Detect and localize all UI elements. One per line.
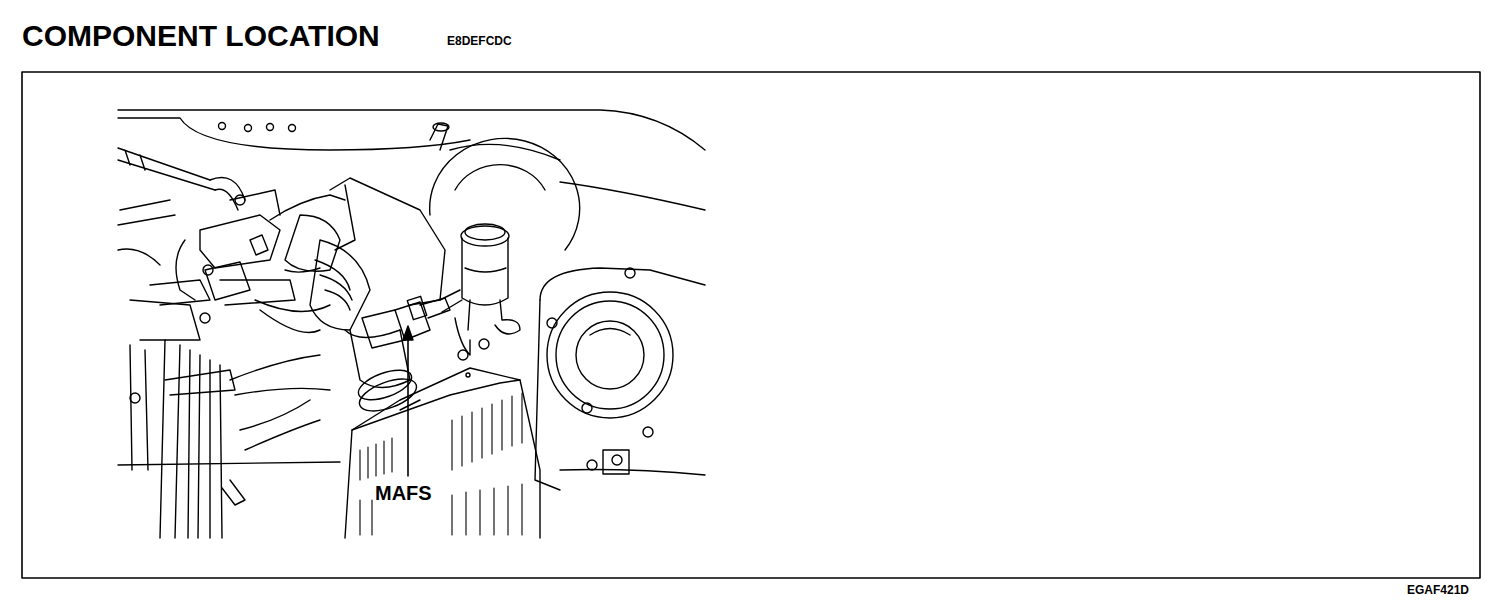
part-label: MAFS: [373, 482, 434, 504]
engine-bay-drawing: [118, 110, 705, 538]
section-code: E8DEFCDC: [447, 35, 512, 47]
figure-code: EGAF421D: [1407, 584, 1469, 596]
leader-arrowhead: [403, 326, 413, 340]
leader-line: [407, 336, 409, 476]
frame: [22, 72, 1480, 578]
page-title: COMPONENT LOCATION: [22, 21, 380, 51]
